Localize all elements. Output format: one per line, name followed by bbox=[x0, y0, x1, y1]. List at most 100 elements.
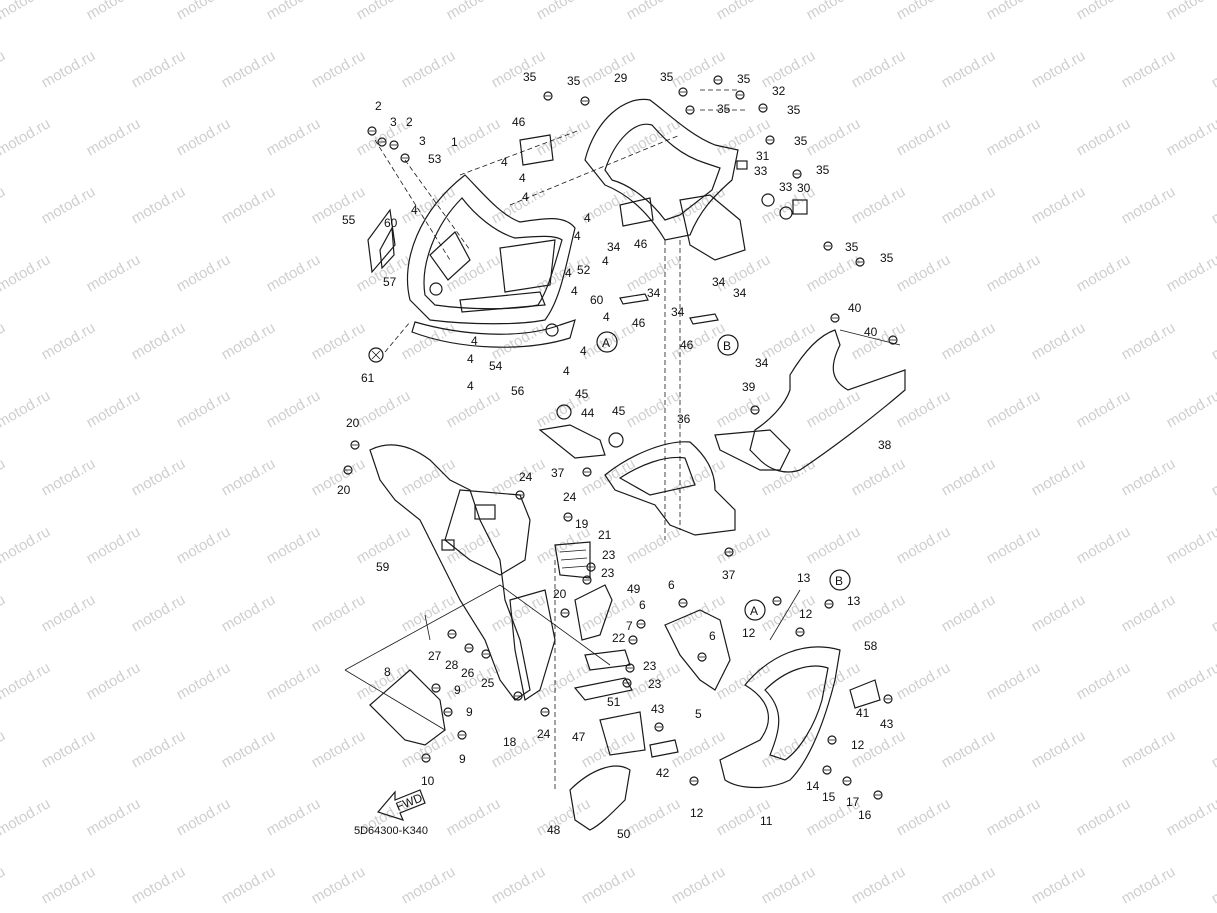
drawing-code: 5D64300-K340 bbox=[354, 825, 428, 837]
watermark-text: motod.ru bbox=[1074, 795, 1134, 839]
watermark-text: motod.ru bbox=[84, 251, 144, 295]
callout-40: 40 40 bbox=[848, 301, 878, 339]
watermark-text: motod.ru bbox=[894, 387, 954, 431]
watermark-text: motod.ru bbox=[804, 523, 864, 567]
watermark-text: motod.ru bbox=[489, 47, 549, 91]
watermark-text: motod.ru bbox=[399, 455, 459, 499]
svg-text:34: 34 bbox=[607, 240, 621, 254]
watermark-text: motod.ru bbox=[849, 455, 909, 499]
fastener-icon bbox=[582, 575, 592, 585]
callout-54: 54 bbox=[489, 359, 503, 373]
svg-text:23: 23 bbox=[643, 659, 657, 673]
svg-text:48: 48 bbox=[547, 823, 561, 837]
side-cover-right bbox=[714, 329, 906, 473]
callout-46: 46 46 46 46 bbox=[512, 115, 694, 352]
svg-text:4: 4 bbox=[565, 266, 572, 280]
callout-7: 7 bbox=[626, 619, 633, 633]
fastener-icon bbox=[367, 126, 377, 136]
watermark-text: motod.ru bbox=[669, 183, 729, 227]
watermark-text: motod.ru bbox=[804, 251, 864, 295]
watermark-text: motod.ru bbox=[939, 863, 999, 907]
svg-text:34: 34 bbox=[671, 305, 685, 319]
svg-text:35: 35 bbox=[794, 134, 808, 148]
callout-53: 53 bbox=[428, 152, 442, 166]
watermark-text: motod.ru bbox=[0, 659, 53, 703]
lower-right-cowl bbox=[719, 646, 841, 789]
callout-60: 60 60 bbox=[384, 216, 604, 307]
watermark-text: motod.ru bbox=[309, 863, 369, 907]
watermark-text: motod.ru bbox=[354, 0, 414, 23]
svg-text:B: B bbox=[835, 574, 843, 588]
fastener-icon bbox=[654, 722, 664, 732]
watermark-text: motod.ru bbox=[894, 0, 954, 23]
watermark-text: motod.ru bbox=[759, 863, 819, 907]
svg-text:34: 34 bbox=[712, 275, 726, 289]
watermark-text: motod.ru bbox=[624, 795, 684, 839]
watermark-text: motod.ru bbox=[984, 115, 1044, 159]
callout-59: 59 bbox=[376, 560, 390, 574]
emblem bbox=[368, 347, 384, 363]
svg-text:24: 24 bbox=[537, 727, 551, 741]
fastener-icon bbox=[750, 405, 760, 415]
watermark-text: motod.ru bbox=[1164, 115, 1217, 159]
svg-text:35: 35 bbox=[660, 70, 674, 84]
callout-21: 21 bbox=[598, 528, 612, 542]
watermark-text: motod.ru bbox=[264, 0, 324, 23]
watermark-text: motod.ru bbox=[804, 387, 864, 431]
fastener-icon bbox=[625, 663, 635, 673]
fastener-icon bbox=[685, 105, 695, 115]
watermark-text: motod.ru bbox=[309, 47, 369, 91]
svg-text:27: 27 bbox=[428, 649, 442, 663]
watermark-text: motod.ru bbox=[219, 863, 279, 907]
callout-28: 28 bbox=[445, 658, 459, 672]
fastener-icon bbox=[343, 465, 353, 475]
fastener-icon bbox=[447, 629, 457, 639]
watermark-text: motod.ru bbox=[264, 115, 324, 159]
callout-8: 8 bbox=[384, 665, 391, 679]
fastener-icon bbox=[515, 490, 525, 500]
svg-text:33: 33 bbox=[754, 164, 768, 178]
svg-text:35: 35 bbox=[845, 240, 859, 254]
svg-text:41: 41 bbox=[856, 706, 870, 720]
watermark-text: motod.ru bbox=[264, 795, 324, 839]
svg-text:23: 23 bbox=[648, 677, 662, 691]
watermark-text: motod.ru bbox=[354, 115, 414, 159]
watermark-text: motod.ru bbox=[534, 795, 594, 839]
svg-text:4: 4 bbox=[574, 229, 581, 243]
watermark-text: motod.ru bbox=[534, 0, 594, 23]
watermark-text: motod.ru bbox=[129, 591, 189, 635]
svg-text:57: 57 bbox=[383, 275, 397, 289]
svg-text:45: 45 bbox=[575, 387, 589, 401]
fastener-icon bbox=[689, 776, 699, 786]
fastener-icon bbox=[830, 313, 840, 323]
fastener-icon bbox=[678, 598, 688, 608]
svg-text:9: 9 bbox=[454, 683, 461, 697]
fastener-icon bbox=[543, 91, 553, 101]
watermark-text: motod.ru bbox=[129, 455, 189, 499]
svg-text:35: 35 bbox=[567, 74, 581, 88]
watermark-text: motod.ru bbox=[39, 319, 99, 363]
fastener-icon bbox=[855, 257, 865, 267]
watermark-text: motod.ru bbox=[1164, 251, 1217, 295]
watermark-text: motod.ru bbox=[1029, 183, 1089, 227]
watermark-text: motod.ru bbox=[0, 319, 8, 363]
callout-17: 17 bbox=[846, 795, 860, 809]
fastener-icon bbox=[842, 776, 852, 786]
fastener-icon bbox=[622, 678, 632, 688]
svg-text:34: 34 bbox=[733, 286, 747, 300]
fastener-icon bbox=[888, 335, 898, 345]
watermark-text: motod.ru bbox=[984, 0, 1044, 23]
svg-text:12: 12 bbox=[851, 738, 865, 752]
watermark-text: motod.ru bbox=[1029, 591, 1089, 635]
svg-text:26: 26 bbox=[461, 666, 475, 680]
watermark-text: motod.ru bbox=[579, 863, 639, 907]
callout-38: 38 bbox=[878, 438, 892, 452]
svg-text:38: 38 bbox=[878, 438, 892, 452]
watermark-text: motod.ru bbox=[0, 591, 8, 635]
callout-55: 55 bbox=[342, 213, 356, 227]
side-brackets bbox=[736, 160, 808, 220]
fastener-icon bbox=[481, 649, 491, 659]
svg-text:58: 58 bbox=[864, 639, 878, 653]
svg-text:13: 13 bbox=[847, 594, 861, 608]
